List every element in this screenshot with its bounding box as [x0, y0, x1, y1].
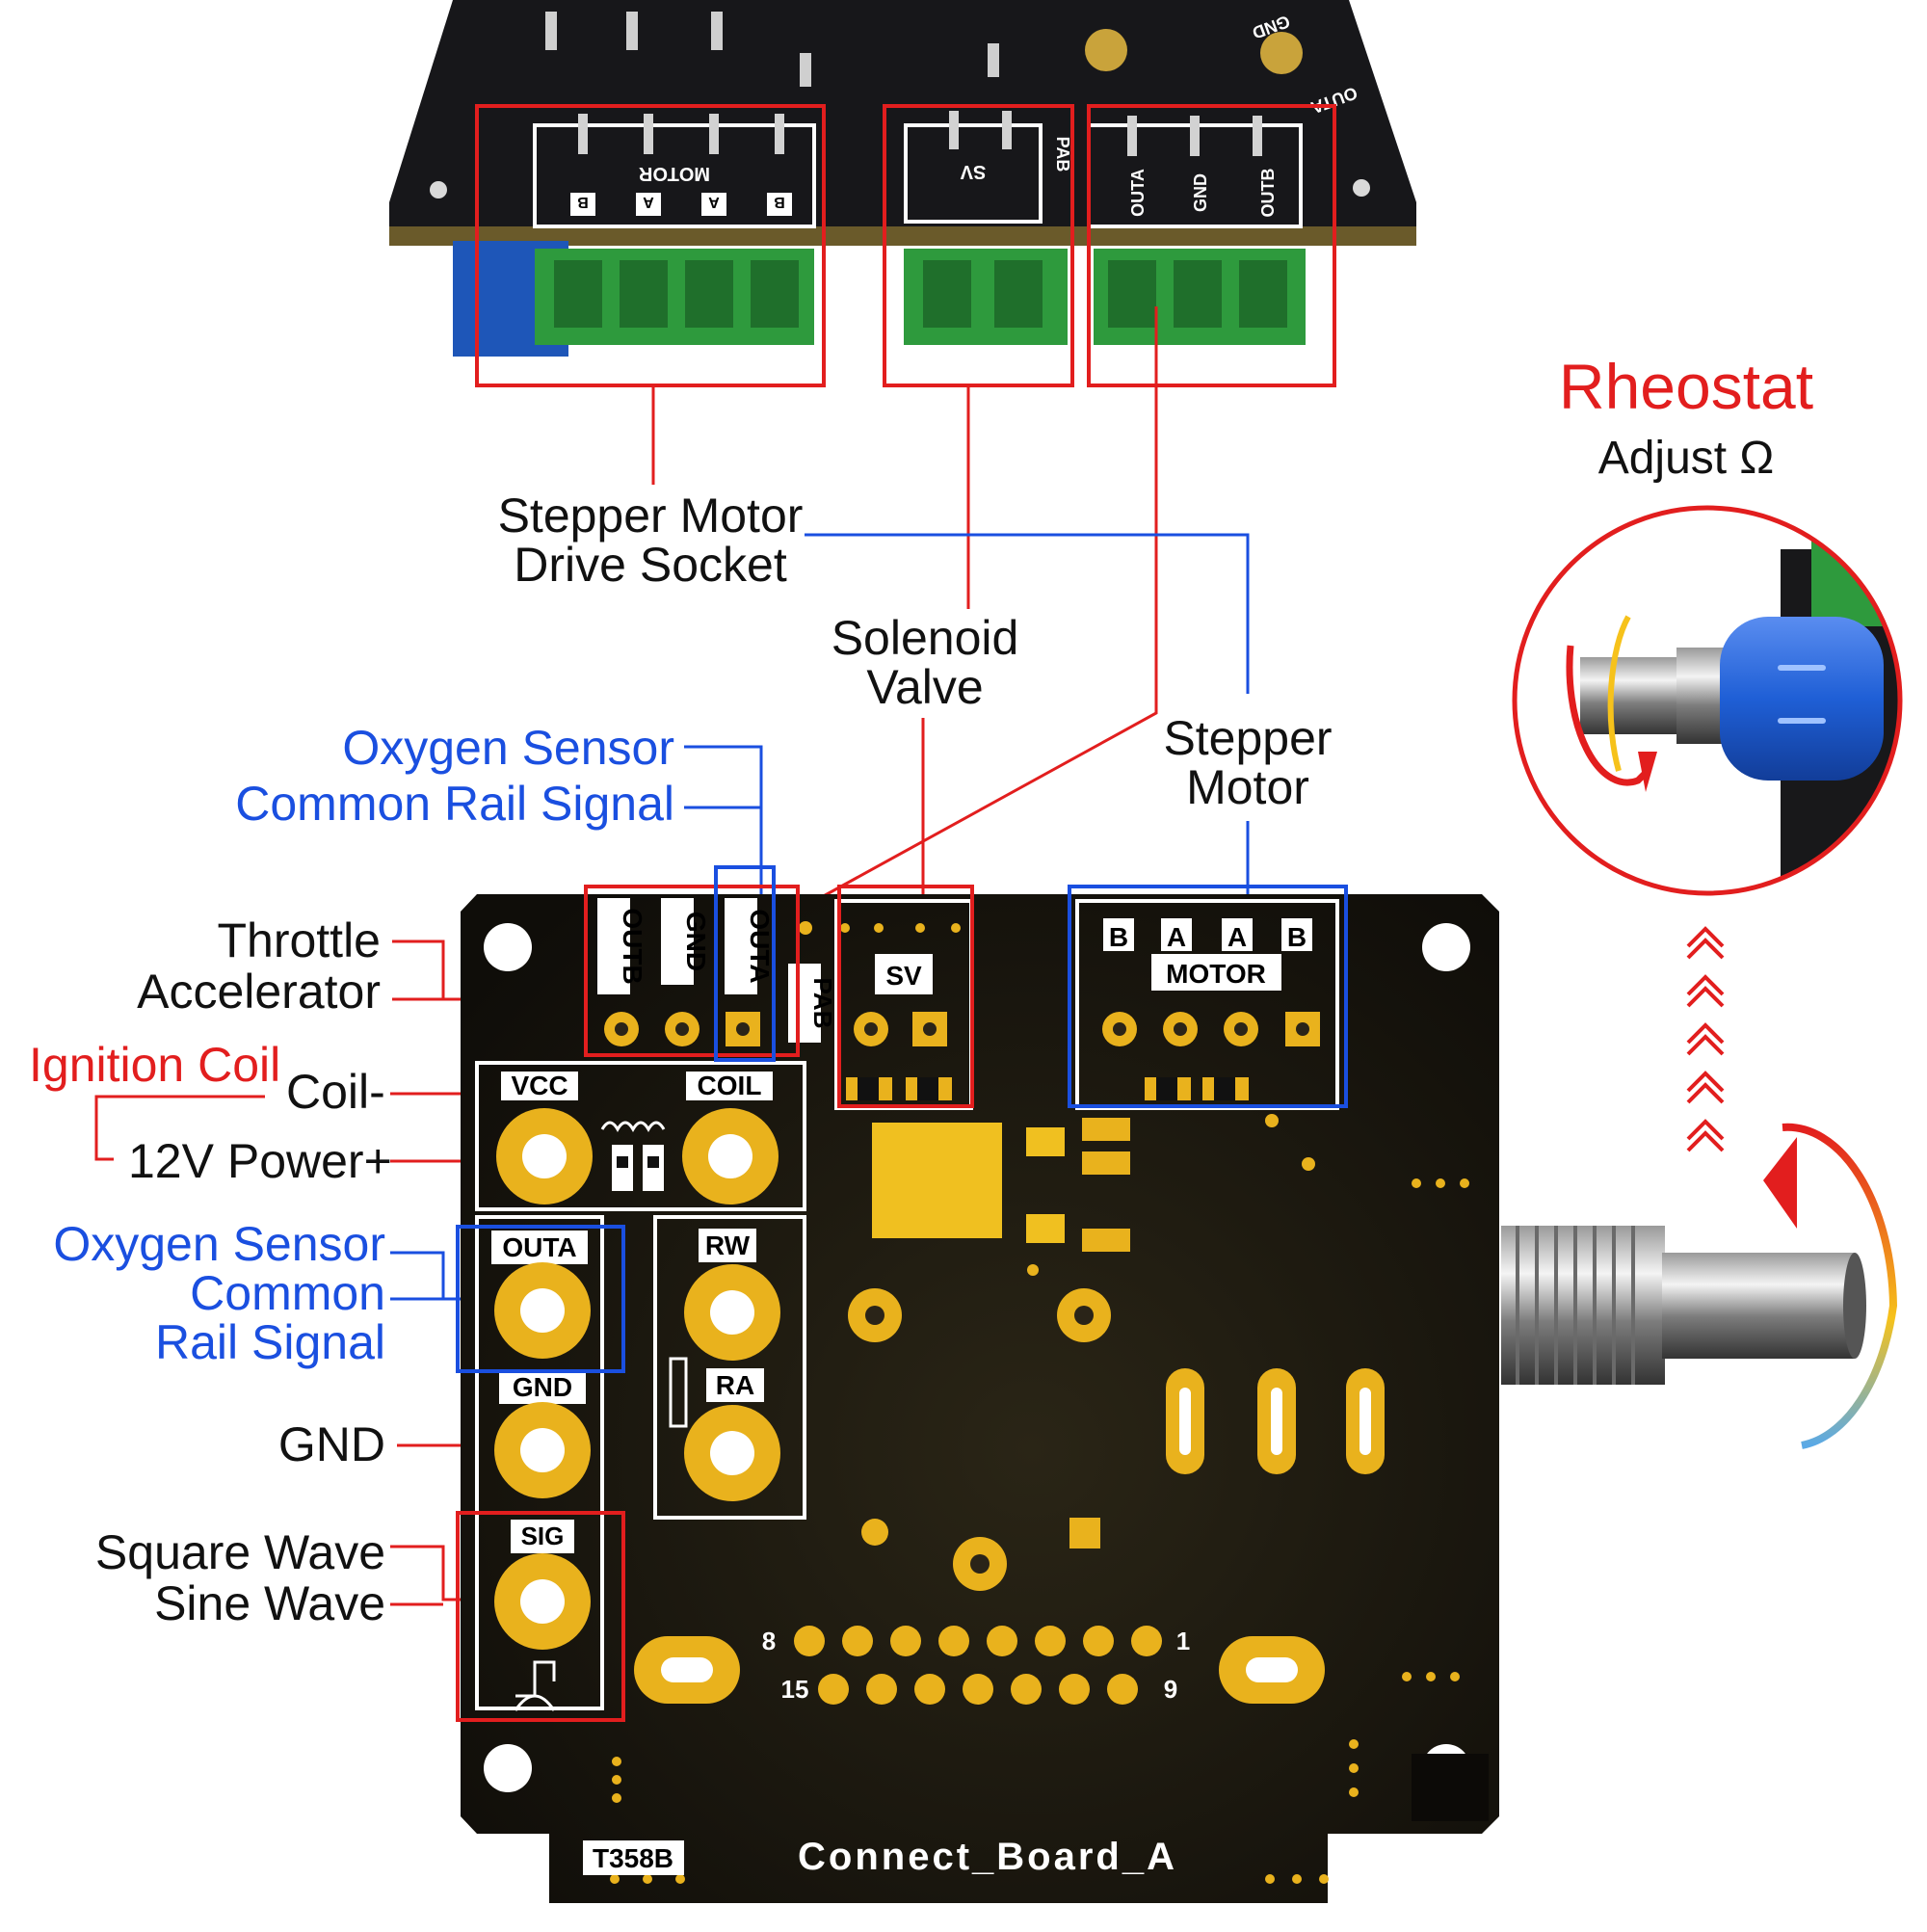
callout-solenoid: Solenoid Valve: [809, 614, 1041, 712]
callout-stepper-motor-line1: Stepper: [1163, 711, 1333, 765]
callout-oxygen-left: Oxygen Sensor Common Rail Signal: [39, 1220, 385, 1367]
mounting-hole: [1422, 923, 1470, 971]
pin-9-label: 9: [1164, 1675, 1177, 1704]
resistor-icon: [669, 1357, 688, 1428]
ra-label: RA: [716, 1370, 754, 1400]
top-motor-pins: B A A B: [570, 193, 792, 216]
board-name-label: Connect_Board_A: [798, 1836, 1177, 1878]
red-frame-signal: [456, 1511, 625, 1722]
db15-pins: [794, 1626, 1162, 1705]
pin-15-label: 15: [781, 1675, 809, 1704]
callout-oxygen-top-line1: Oxygen Sensor: [342, 721, 674, 775]
header-gnd-label: GND: [681, 912, 711, 971]
red-frame-solenoid: [883, 104, 1074, 387]
callout-stepper-motor: Stepper Motor: [1127, 714, 1368, 812]
blue-frame-oxygen: [456, 1225, 625, 1373]
callout-oxygen-left-line3: Rail Signal: [154, 1315, 385, 1369]
callout-oxygen-left-line1: Oxygen Sensor: [53, 1217, 385, 1271]
top-motor-pin-label: B: [577, 194, 589, 210]
motor-pin-label: B: [1109, 922, 1128, 952]
vcc-label: VCC: [511, 1071, 568, 1100]
callout-throttle: Throttle Accelerator: [96, 915, 381, 1018]
rotation-arc-icon: [1782, 1123, 1898, 1449]
callout-wave-line1: Square Wave: [94, 1525, 385, 1579]
pab-label: PAB: [808, 978, 837, 1029]
knob-icon: [1720, 617, 1884, 781]
callout-solenoid-line1: Solenoid: [831, 611, 1019, 665]
rheostat-inset: [1512, 505, 1903, 896]
top-out-label: OUTB: [1258, 169, 1278, 218]
top-terminal-sv: [904, 249, 1068, 345]
callout-oxygen-top: Oxygen Sensor Common Rail Signal: [183, 721, 674, 832]
red-frame-sv: [837, 885, 974, 1108]
top-motor-title: MOTOR: [638, 163, 710, 184]
power-ic: [872, 1123, 1002, 1238]
callout-stepper-motor-line2: Motor: [1186, 760, 1309, 814]
coil-label: COIL: [698, 1071, 762, 1100]
header-outa-label: OUTA: [745, 909, 775, 983]
top-pab-label: PAB: [1053, 137, 1072, 172]
callout-gnd: GND: [277, 1417, 385, 1471]
top-motor-pin-label: B: [774, 194, 785, 210]
motor-pin-label: A: [1167, 922, 1186, 952]
main-pcb: OUTB GND OUTA PAB SV B A A B MOTOR: [456, 865, 1499, 1903]
rheostat-circle: [1512, 505, 1903, 896]
motor-pin-label: A: [1227, 922, 1247, 952]
pin-1-label: 1: [1176, 1627, 1190, 1655]
callout-oxygen-top-line2: Common Rail Signal: [235, 776, 674, 831]
top-terminal-out: [1094, 249, 1306, 345]
blue-frame-motor: [1068, 885, 1348, 1108]
callout-solenoid-line2: Valve: [866, 660, 984, 714]
gnd-pad-label: GND: [513, 1372, 572, 1402]
top-motor-pin-label: A: [708, 194, 720, 210]
red-frame-header: [584, 885, 800, 1057]
callout-coil-minus: Coil-: [286, 1065, 385, 1119]
rw-label: RW: [705, 1231, 751, 1260]
callout-oxygen-left-line2: Common: [190, 1266, 385, 1320]
callout-throttle-line2: Accelerator: [137, 965, 381, 1019]
red-frame-motor-socket: [475, 104, 826, 387]
callout-stepper-socket-line1: Stepper Motor: [497, 489, 804, 543]
callout-ignition-coil: Ignition Coil: [29, 1038, 281, 1092]
callout-stepper-socket: Stepper Motor Drive Socket: [462, 491, 838, 590]
callout-stepper-socket-line2: Drive Socket: [514, 538, 787, 592]
top-gold-pad: [1085, 29, 1127, 71]
callout-wave: Square Wave Sine Wave: [58, 1527, 385, 1629]
inductor-icon: [600, 1121, 666, 1133]
rheostat-subtitle: Adjust Ω: [1597, 433, 1775, 484]
top-terminal-motor: [535, 249, 814, 345]
waveform-icon: [514, 1660, 556, 1711]
potentiometer-shaft: [1501, 1123, 1898, 1449]
sig-label: SIG: [521, 1522, 565, 1550]
pin-8-label: 8: [762, 1627, 776, 1655]
outa-label: OUTA: [502, 1232, 576, 1262]
sv-label: SV: [885, 961, 922, 991]
rotation-arrow-icon: [1763, 1137, 1797, 1229]
model-label: T358B: [593, 1843, 673, 1873]
motor-pin-label: B: [1287, 922, 1307, 952]
top-board: MOTOR B A A B SV PAB OUTA GND OUTB GND: [389, 0, 1416, 387]
rheostat-title: Rheostat: [1558, 351, 1814, 422]
mounting-hole: [484, 923, 532, 971]
top-motor-pin-label: A: [643, 194, 654, 210]
up-chevrons-icon: [1686, 926, 1725, 1152]
top-sv-label: SV: [960, 161, 986, 182]
mounting-hole: [484, 1744, 532, 1792]
motor-title: MOTOR: [1166, 959, 1266, 989]
red-frame-stepper: [1087, 104, 1336, 387]
top-out-label: OUTA: [1128, 169, 1148, 217]
callout-throttle-line1: Throttle: [217, 913, 381, 967]
blue-frame-outa: [714, 865, 776, 1062]
header-outb-label: OUTB: [618, 908, 647, 984]
callout-wave-line2: Sine Wave: [154, 1576, 385, 1630]
callout-12v-power: 12V Power+: [128, 1134, 392, 1188]
top-out-label: GND: [1191, 173, 1210, 212]
